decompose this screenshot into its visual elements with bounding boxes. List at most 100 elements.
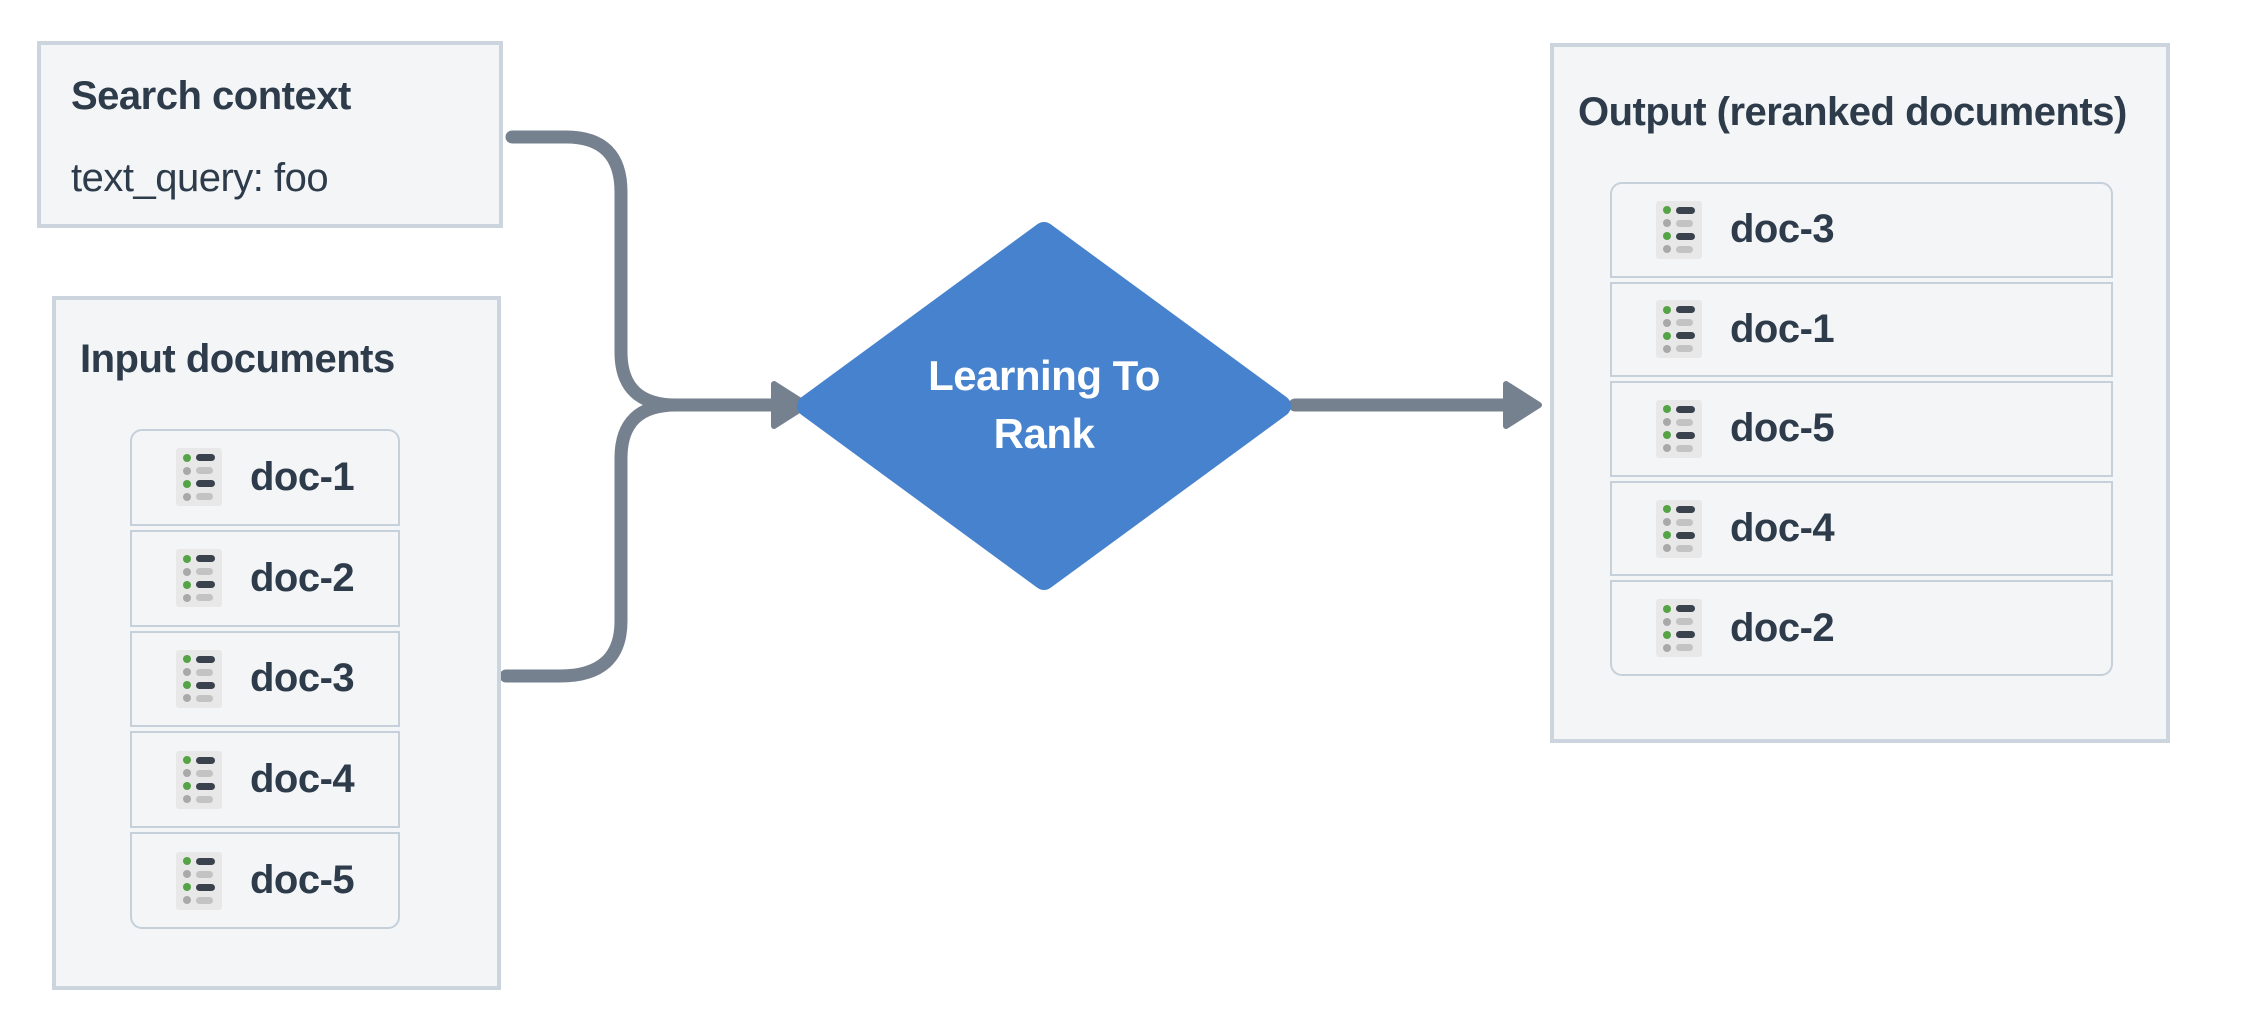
arrowhead-into-diamond: [771, 381, 810, 429]
icon-bullet-green: [1663, 505, 1671, 514]
doc-label: doc-4: [1730, 506, 1835, 551]
doc-row: doc-2: [1610, 580, 2113, 676]
icon-line-dark: [196, 480, 215, 488]
icon-bullet-gray: [1663, 617, 1671, 626]
search-context-query: text_query: foo: [71, 156, 329, 200]
search-context-panel: Search context text_query: foo: [37, 41, 503, 228]
icon-line-dark: [196, 681, 215, 689]
icon-bullet-green: [1663, 232, 1671, 241]
icon-line-light: [1676, 219, 1693, 227]
icon-line-dark: [1676, 206, 1695, 214]
icon-line-dark: [196, 581, 215, 589]
icon-line-light: [1676, 618, 1693, 626]
doc-list-icon: [1656, 399, 1702, 458]
doc-row: doc-1: [1610, 281, 2113, 378]
icon-bullet-gray: [183, 795, 191, 804]
doc-row: doc-2: [130, 529, 400, 627]
search-context-title: Search context: [71, 74, 351, 118]
output-documents-title: Output (reranked documents): [1578, 90, 2127, 134]
icon-line-light: [1676, 644, 1693, 652]
doc-label: doc-1: [250, 454, 355, 499]
icon-bullet-gray: [1663, 518, 1671, 527]
icon-bullet-green: [183, 756, 191, 765]
icon-line-light: [1676, 418, 1693, 426]
icon-line-light: [196, 694, 213, 702]
output-documents-panel: Output (reranked documents) doc-3: [1550, 43, 2170, 743]
icon-bullet-green: [1663, 331, 1671, 340]
icon-bullet-gray: [1663, 219, 1671, 228]
doc-label: doc-5: [250, 858, 355, 903]
icon-line-dark: [196, 883, 215, 891]
learning-to-rank-label: Learning To Rank: [794, 347, 1294, 463]
icon-line-dark: [196, 454, 215, 462]
doc-list-icon: [1656, 599, 1702, 658]
icon-line-dark: [1676, 232, 1695, 240]
icon-bullet-gray: [183, 492, 191, 501]
icon-bullet-green: [183, 782, 191, 791]
icon-line-light: [196, 668, 213, 676]
icon-bullet-gray: [1663, 643, 1671, 652]
doc-label: doc-2: [1730, 605, 1835, 650]
icon-bullet-green: [183, 681, 191, 690]
learning-to-rank-label-line2: Rank: [993, 410, 1095, 457]
connector-search-to-merge: [505, 130, 683, 412]
doc-label: doc-3: [250, 656, 355, 701]
icon-line-light: [196, 594, 213, 602]
doc-row: doc-3: [130, 630, 400, 728]
icon-line-dark: [1676, 332, 1695, 340]
doc-list-icon: [176, 649, 222, 708]
icon-line-dark: [1676, 531, 1695, 539]
icon-bullet-gray: [183, 593, 191, 602]
icon-line-dark: [1676, 431, 1695, 439]
icon-bullet-green: [1663, 531, 1671, 540]
icon-line-light: [1676, 319, 1693, 327]
input-documents-panel: Input documents doc-1: [52, 296, 501, 990]
doc-list-icon: [176, 750, 222, 809]
icon-line-dark: [1676, 631, 1695, 639]
icon-bullet-green: [1663, 305, 1671, 314]
icon-bullet-green: [1663, 431, 1671, 440]
icon-line-dark: [196, 756, 215, 764]
icon-line-dark: [1676, 505, 1695, 513]
doc-label: doc-2: [250, 555, 355, 600]
icon-line-dark: [196, 857, 215, 865]
doc-row: doc-3: [1610, 182, 2113, 278]
icon-bullet-green: [183, 479, 191, 488]
doc-list-icon: [176, 448, 222, 507]
icon-bullet-green: [183, 554, 191, 563]
icon-bullet-gray: [1663, 318, 1671, 327]
icon-bullet-green: [1663, 630, 1671, 639]
icon-line-light: [1676, 518, 1693, 526]
icon-bullet-green: [1663, 405, 1671, 414]
icon-bullet-green: [183, 453, 191, 462]
icon-line-light: [196, 870, 213, 878]
icon-bullet-gray: [1663, 418, 1671, 427]
doc-row: doc-4: [1610, 480, 2113, 577]
icon-bullet-gray: [183, 668, 191, 677]
learning-to-rank-label-line1: Learning To: [928, 352, 1160, 399]
icon-bullet-green: [1663, 206, 1671, 215]
icon-bullet-gray: [183, 694, 191, 703]
doc-label: doc-1: [1730, 306, 1835, 351]
learning-to-rank-diamond: [797, 222, 1291, 590]
doc-label: doc-5: [1730, 406, 1835, 451]
icon-line-light: [1676, 444, 1693, 452]
icon-bullet-green: [1663, 604, 1671, 613]
icon-bullet-gray: [183, 769, 191, 778]
icon-line-light: [1676, 245, 1693, 253]
icon-line-light: [196, 769, 213, 777]
icon-line-dark: [196, 655, 215, 663]
input-documents-title: Input documents: [80, 337, 395, 381]
icon-line-light: [196, 467, 213, 475]
icon-bullet-gray: [183, 466, 191, 475]
icon-line-dark: [196, 782, 215, 790]
icon-line-light: [196, 568, 213, 576]
icon-line-light: [196, 493, 213, 501]
icon-line-dark: [1676, 306, 1695, 314]
icon-bullet-gray: [183, 870, 191, 879]
icon-bullet-gray: [1663, 344, 1671, 353]
doc-list-icon: [176, 549, 222, 608]
icon-bullet-gray: [1663, 544, 1671, 553]
